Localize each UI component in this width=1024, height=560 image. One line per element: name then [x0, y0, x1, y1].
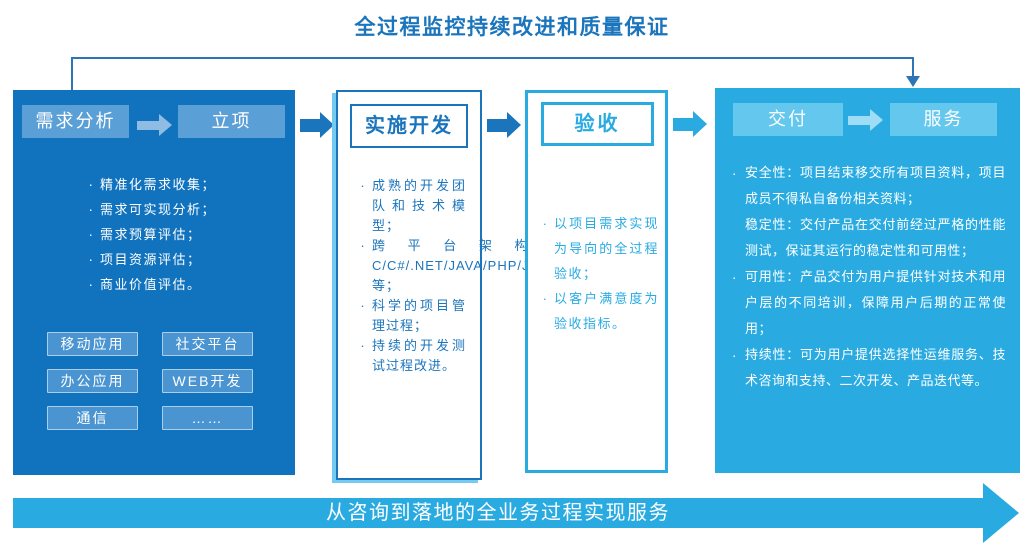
bullet-text: 持续性：可为用户提供选择性运维服务、技术咨询和支持、二次开发、产品迭代等。 [745, 347, 1006, 388]
acceptance-bullet-list: · 以项目需求实现为导向的全过程验收； · 以客户满意度为验收指标。 [537, 211, 659, 336]
bullet-dot-icon: · [731, 165, 738, 181]
bullet-dot-icon: · [360, 238, 366, 253]
bullet-text: 可用性：产品交付为用户提供针对技术和用户层的不同培训，保障用户后期的正常使用； [745, 269, 1006, 336]
bullet-dot-icon: · [731, 347, 738, 363]
bullet-text: 持续的开发测试过程改进。 [372, 338, 466, 373]
stage-development-title: 实施开发 [350, 104, 468, 148]
bullet-text: 安全性：项目结束移交所有项目资料，项目成员不得私自备份相关资料； [745, 165, 1006, 206]
bullet-text: 以项目需求实现为导向的全过程验收； [554, 216, 659, 281]
bullet-dot-icon: · [88, 251, 95, 267]
domain-tag-grid: 移动应用 社交平台 办公应用 WEB开发 通信 …… [47, 332, 253, 430]
bottom-banner-arrow: 从咨询到落地的全业务过程实现服务 [13, 483, 1019, 543]
bullet-dot-icon: · [542, 216, 549, 231]
development-bullet-list: · 成熟的开发团队和技术模型； ·跨平台架构开发：C/C#/.NET/JAVA/P… [354, 176, 634, 376]
bullet-dot-icon: · [360, 338, 366, 353]
list-item: · 可用性：产品交付为用户提供针对技术和用户层的不同培训，保障用户后期的正常使用； [724, 264, 1014, 342]
delivery-bullet-list: ·安全性：项目结束移交所有项目资料，项目成员不得私自备份相关资料； ·稳定性：交… [724, 160, 1014, 394]
list-item: · 商业价值评估。 [83, 272, 283, 297]
tag-social-platform: 社交平台 [162, 332, 253, 356]
tag-web-development: WEB开发 [162, 369, 253, 393]
stage-acceptance-title: 验收 [541, 102, 654, 146]
bullet-dot-icon: · [360, 298, 366, 313]
list-item: · 科学的项目管理过程； [354, 296, 466, 336]
tag-ellipsis: …… [162, 406, 253, 430]
tab-service: 服务 [890, 103, 997, 136]
tag-mobile-apps: 移动应用 [47, 332, 138, 356]
stage-delivery-panel: 交付 服务 ·安全性：项目结束移交所有项目资料，项目成员不得私自备份相关资料； … [715, 88, 1020, 473]
diagram-title: 全过程监控持续改进和质量保证 [354, 16, 670, 39]
bullet-dot-icon: · [542, 291, 549, 306]
list-item: · 需求预算评估； [83, 222, 283, 247]
stage-development-panel: 实施开发 · 成熟的开发团队和技术模型； ·跨平台架构开发：C/C#/.NET/J… [336, 90, 634, 480]
bullet-text: 科学的项目管理过程； [372, 298, 466, 333]
bullet-text: 商业价值评估。 [100, 277, 202, 292]
banner-label: 从咨询到落地的全业务过程实现服务 [326, 502, 670, 524]
stage-acceptance-panel: 验收 · 以项目需求实现为导向的全过程验收； · 以客户满意度为验收指标。 [525, 90, 668, 473]
tab-project-initiation: 立项 [178, 105, 285, 138]
bullet-text: 需求可实现分析； [100, 202, 217, 217]
list-item: · 安全性：项目结束移交所有项目资料，项目成员不得私自备份相关资料； [724, 160, 1014, 212]
bullet-dot-icon: · [88, 226, 95, 242]
monitor-loop-connector [71, 57, 920, 92]
bullet-dot-icon: · [360, 178, 366, 193]
bullet-dot-icon: · [88, 176, 95, 192]
stage-requirements-panel: 需求分析 立项 · 精准化需求收集； · 需求可实现分析； · 需求预算评估； · 项目… [13, 90, 295, 475]
list-item: · 需求可实现分析； [83, 197, 283, 222]
tab-requirements-analysis: 需求分析 [22, 105, 129, 138]
list-item: · 成熟的开发团队和技术模型； [354, 176, 466, 236]
list-item: · 精准化需求收集； [83, 172, 283, 197]
list-item: · 以客户满意度为验收指标。 [537, 286, 659, 336]
list-item: · 项目资源评估； [83, 247, 283, 272]
down-arrow-icon [906, 76, 920, 87]
list-item: ·稳定性：交付产品在交付前经过严格的性能测试，保证其运行的稳定性和可用性； [724, 212, 1014, 264]
list-item: · 持续的开发测试过程改进。 [354, 336, 466, 376]
list-item: · 以项目需求实现为导向的全过程验收； [537, 211, 659, 286]
list-item: · 持续性：可为用户提供选择性运维服务、技术咨询和支持、二次开发、产品迭代等。 [724, 342, 1014, 394]
tag-communication: 通信 [47, 406, 138, 430]
requirements-bullet-list: · 精准化需求收集； · 需求可实现分析； · 需求预算评估； · 项目资源评估； · 商… [83, 172, 283, 297]
bullet-text: 以客户满意度为验收指标。 [554, 291, 659, 331]
bullet-dot-icon: · [88, 276, 95, 292]
tab-delivery: 交付 [733, 103, 843, 136]
bullet-dot-icon: · [88, 201, 95, 217]
bullet-text: 需求预算评估； [100, 227, 202, 242]
list-item: ·跨平台架构开发：C/C#/.NET/JAVA/PHP/JSP/IOS/Andr… [354, 236, 634, 296]
tag-office-apps: 办公应用 [47, 369, 138, 393]
bullet-text: 成熟的开发团队和技术模型； [372, 178, 466, 233]
bullet-text: 项目资源评估； [100, 252, 202, 267]
bullet-dot-icon: · [731, 269, 738, 285]
bullet-text: 稳定性：交付产品在交付前经过严格的性能测试，保证其运行的稳定性和可用性； [745, 217, 1006, 258]
bullet-text: 精准化需求收集； [100, 177, 217, 192]
